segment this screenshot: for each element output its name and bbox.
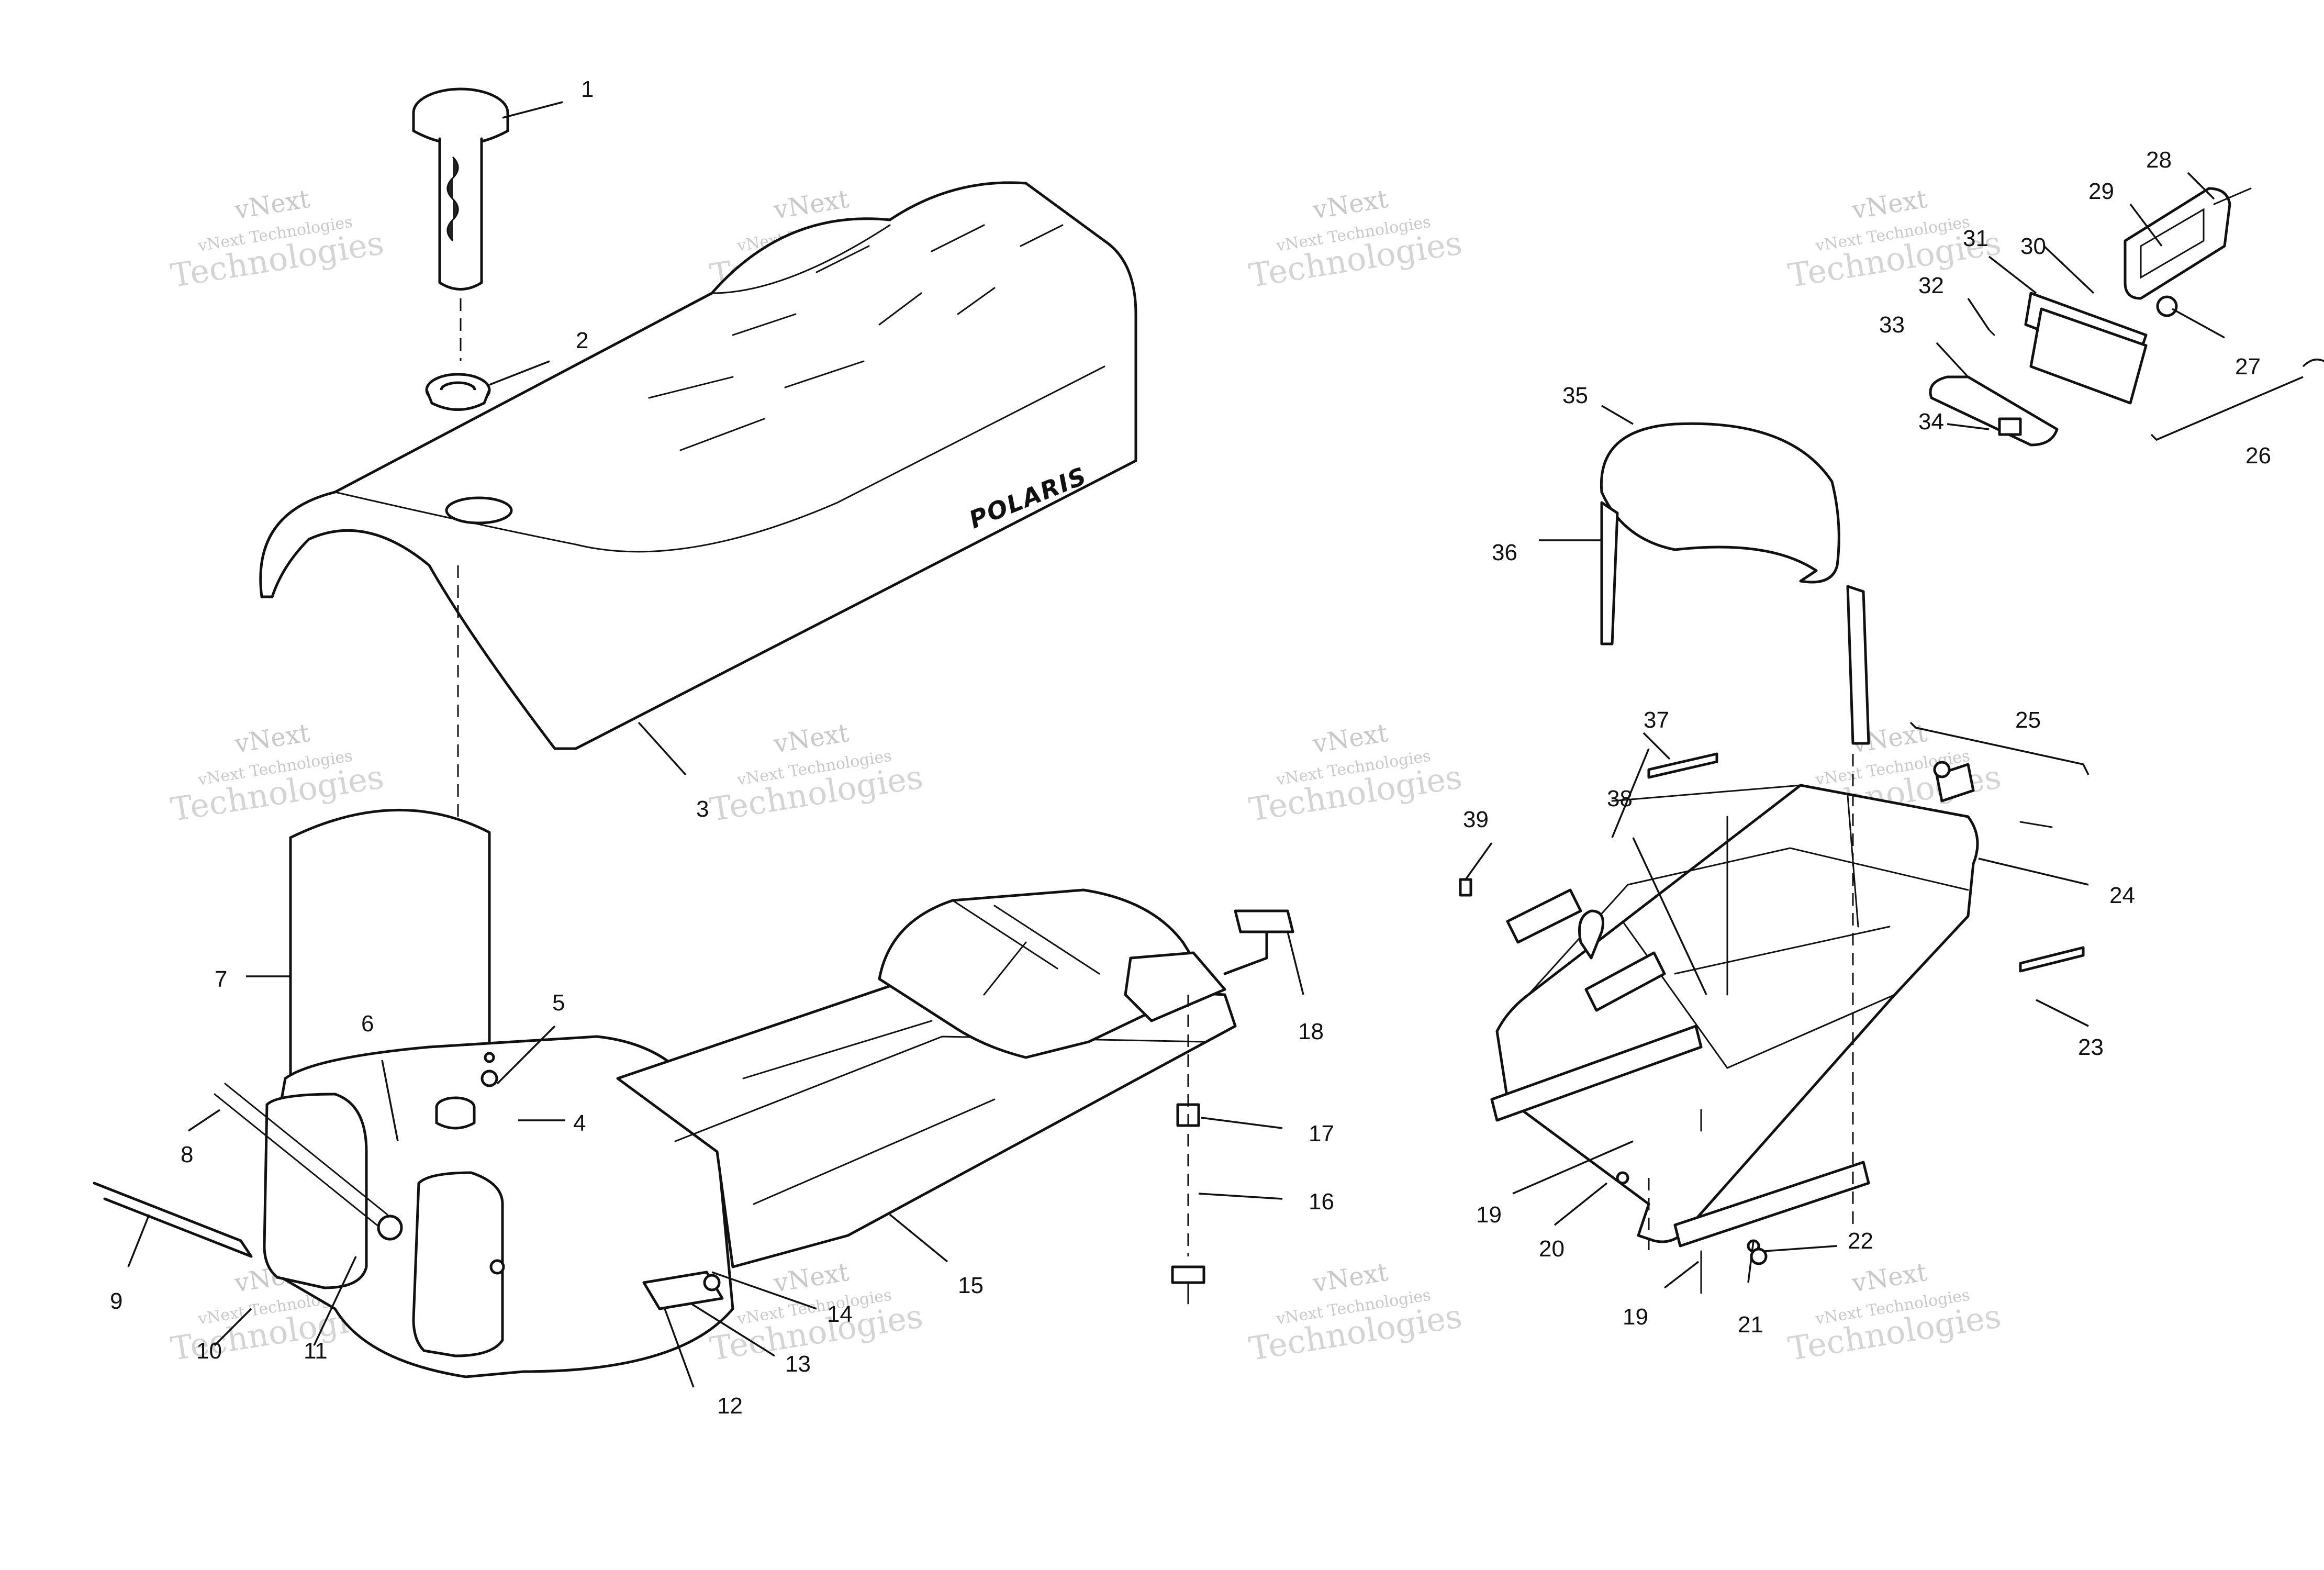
callout-38: 38 bbox=[1607, 786, 1633, 811]
backrest-rack-illustration bbox=[1459, 422, 2085, 1294]
callout-17: 17 bbox=[1309, 1121, 1334, 1146]
watermark-1: vNext vNext Technologies Technologies bbox=[168, 184, 386, 295]
callout-35: 35 bbox=[1562, 383, 1588, 408]
leader-lines bbox=[127, 101, 2225, 1388]
callout-21: 21 bbox=[1738, 1312, 1763, 1338]
callout-15: 15 bbox=[958, 1273, 984, 1298]
svg-text:vNext: vNext bbox=[1311, 1257, 1390, 1298]
watermark-11: vNext vNext Technologies Technologies bbox=[1246, 1257, 1465, 1368]
callout-10: 10 bbox=[196, 1338, 222, 1364]
callout-31: 31 bbox=[1963, 226, 1988, 251]
callout-24: 24 bbox=[2109, 883, 2135, 908]
callout-5: 5 bbox=[552, 990, 565, 1016]
callout-39: 39 bbox=[1463, 807, 1489, 832]
svg-text:vNext: vNext bbox=[772, 184, 851, 225]
watermark-12: vNext vNext Technologies Technologies bbox=[1785, 1257, 2004, 1368]
watermark-6: vNext vNext Technologies Technologies bbox=[707, 718, 925, 829]
callout-33: 33 bbox=[1879, 312, 1905, 338]
svg-text:vNext: vNext bbox=[1850, 1257, 1929, 1298]
callout-1: 1 bbox=[581, 76, 594, 102]
callout-11: 11 bbox=[304, 1338, 328, 1364]
bracket-25 bbox=[1909, 721, 2090, 775]
callout-16: 16 bbox=[1309, 1189, 1334, 1215]
watermark-7: vNext vNext Technologies Technologies bbox=[1246, 718, 1465, 829]
fuel-tank-illustration bbox=[93, 808, 1294, 1378]
callout-6: 6 bbox=[361, 1011, 374, 1037]
svg-text:vNext: vNext bbox=[1311, 718, 1390, 759]
callout-14: 14 bbox=[827, 1301, 853, 1327]
svg-text:vNext: vNext bbox=[232, 718, 312, 759]
callout-34: 34 bbox=[1918, 409, 1944, 435]
callout-19a: 19 bbox=[1476, 1202, 1502, 1228]
svg-text:vNext: vNext bbox=[772, 1257, 851, 1298]
watermark-3: vNext vNext Technologies Technologies bbox=[1246, 184, 1465, 295]
callout-20: 20 bbox=[1539, 1236, 1565, 1262]
bracket-26-tick bbox=[2302, 358, 2324, 368]
callout-32: 32 bbox=[1918, 273, 1944, 298]
watermark-5: vNext vNext Technologies Technologies bbox=[168, 718, 386, 829]
seat-illustration: POLARIS bbox=[259, 181, 1137, 750]
callout-28: 28 bbox=[2146, 147, 2172, 173]
callout-4: 4 bbox=[573, 1110, 586, 1136]
callout-8: 8 bbox=[181, 1142, 193, 1167]
callout-30: 30 bbox=[2020, 233, 2046, 259]
callout-25: 25 bbox=[2015, 707, 2041, 733]
callout-22: 22 bbox=[1848, 1228, 1873, 1254]
callout-7: 7 bbox=[215, 966, 227, 992]
callout-13: 13 bbox=[785, 1351, 811, 1377]
callout-18: 18 bbox=[1298, 1019, 1324, 1044]
callout-19b: 19 bbox=[1623, 1304, 1648, 1330]
callout-12: 12 bbox=[717, 1393, 743, 1419]
svg-text:vNext: vNext bbox=[772, 718, 851, 759]
callout-3: 3 bbox=[696, 796, 709, 822]
callout-29: 29 bbox=[2088, 179, 2114, 204]
svg-text:vNext: vNext bbox=[1311, 184, 1390, 225]
callout-labels: 1 2 3 4 5 6 7 8 9 10 11 12 13 14 15 16 1… bbox=[110, 76, 2271, 1419]
callout-23: 23 bbox=[2078, 1034, 2104, 1060]
svg-text:vNext: vNext bbox=[232, 184, 312, 225]
callout-9: 9 bbox=[110, 1288, 122, 1314]
grommet-illustration bbox=[425, 373, 491, 411]
bracket-26 bbox=[2150, 376, 2304, 441]
callout-27: 27 bbox=[2235, 354, 2261, 380]
svg-text:vNext: vNext bbox=[1850, 184, 1929, 225]
callout-36: 36 bbox=[1492, 540, 1517, 565]
fuel-cap-illustration bbox=[412, 87, 509, 291]
callout-2: 2 bbox=[576, 328, 588, 353]
taillight-assembly-illustration bbox=[1929, 187, 2252, 447]
callout-26: 26 bbox=[2245, 443, 2271, 469]
callout-37: 37 bbox=[1644, 707, 1669, 733]
